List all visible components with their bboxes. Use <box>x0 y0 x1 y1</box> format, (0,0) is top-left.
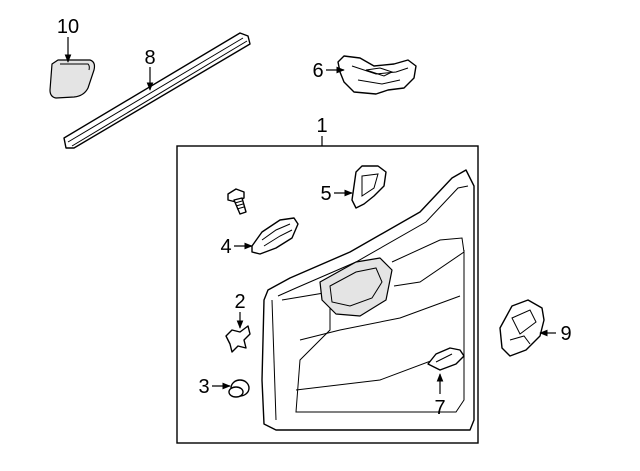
callout-10: 10 <box>57 16 79 38</box>
callout-4: 4 <box>220 236 231 258</box>
part-6-grip-bracket: 6 <box>312 55 417 95</box>
callout-6: 6 <box>312 60 323 82</box>
callout-7: 7 <box>434 397 445 419</box>
callout-2: 2 <box>234 291 245 313</box>
part-3-plug: 3 <box>198 376 250 398</box>
part-7-trim-piece: 7 <box>427 347 465 419</box>
part-5-handle-bracket: 5 <box>320 165 387 209</box>
callout-8: 8 <box>144 47 155 69</box>
callout-1: 1 <box>316 115 327 137</box>
part-8-belt-molding: 8 <box>63 32 251 149</box>
callout-5: 5 <box>320 183 331 205</box>
part-2-clip: 2 <box>225 291 251 353</box>
callout-9: 9 <box>560 323 571 345</box>
part-10-trim-cap: 10 <box>49 16 96 99</box>
callout-3: 3 <box>198 376 209 398</box>
screw <box>227 188 247 215</box>
part-1-assembly-box: 1 <box>176 115 479 444</box>
part-4-inside-handle: 4 <box>220 217 299 258</box>
door-trim-panel <box>261 169 475 431</box>
part-9-switch-bracket: 9 <box>499 299 572 357</box>
